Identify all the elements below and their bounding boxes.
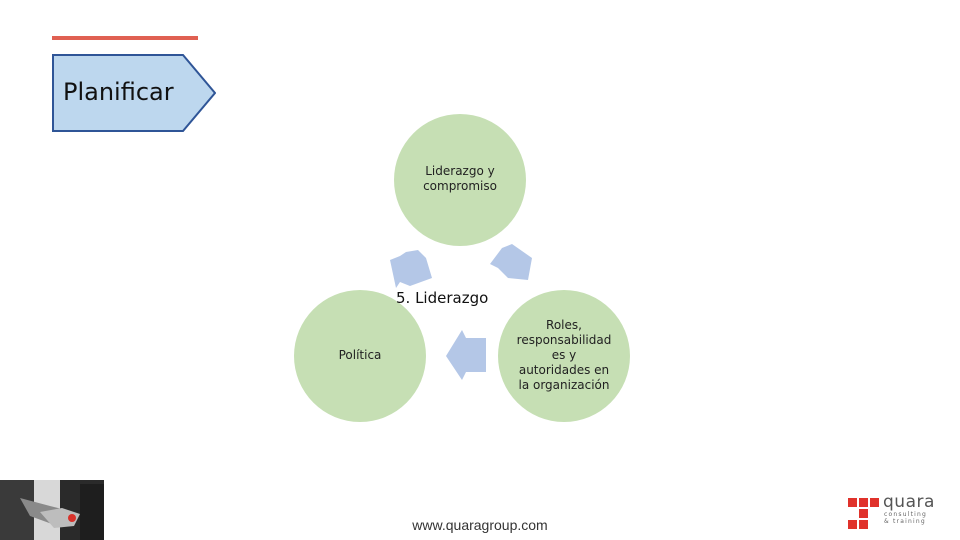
quara-logo-mark-icon: [846, 496, 882, 530]
node-label-top-line-1: Liderazgo y: [400, 164, 520, 179]
node-label-right-line-5: la organización: [504, 378, 624, 393]
cycle-arrow-top-right: [490, 244, 532, 280]
center-label: 5. Liderazgo: [396, 289, 566, 307]
cycle-arrow-left-top: [390, 250, 432, 288]
logo-subtitle: consulting & training: [884, 511, 927, 525]
quara-logo: quara consulting & training: [846, 496, 950, 530]
node-label-top: Liderazgo y compromiso: [400, 164, 520, 194]
footer-url: www.quaragroup.com: [380, 517, 580, 533]
logo-subtitle-line-2: & training: [884, 518, 927, 525]
node-label-left: Política: [310, 348, 410, 363]
node-label-top-line-2: compromiso: [400, 179, 520, 194]
logo-word: quara: [883, 492, 935, 512]
node-label-right: Roles, responsabilidad es y autoridades …: [504, 318, 624, 393]
cycle-arrow-right-left: [446, 330, 486, 380]
node-label-right-line-4: autoridades en: [504, 363, 624, 378]
handshake-photo: [0, 480, 104, 540]
node-label-right-line-3: es y: [504, 348, 624, 363]
node-label-right-line-2: responsabilidad: [504, 333, 624, 348]
node-label-left-line-1: Política: [310, 348, 410, 363]
logo-subtitle-line-1: consulting: [884, 511, 927, 518]
node-label-right-line-1: Roles,: [504, 318, 624, 333]
